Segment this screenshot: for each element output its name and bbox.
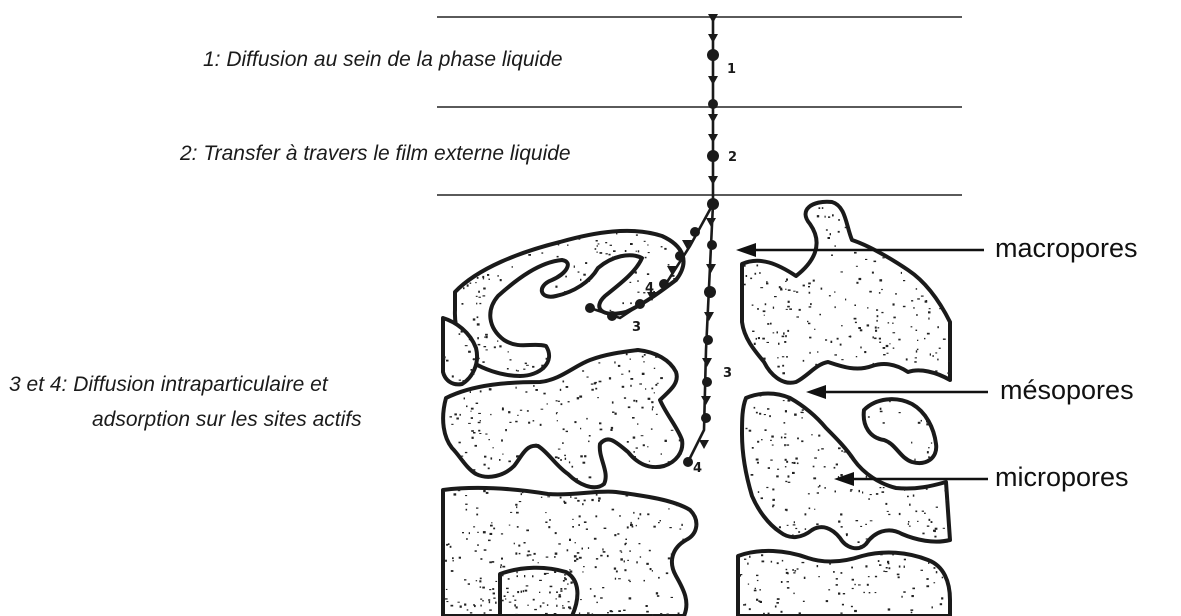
- path-arrowhead: [708, 14, 718, 23]
- path-arrowhead: [699, 440, 709, 449]
- step-number-1: 1: [727, 62, 736, 77]
- right-grain-group: [738, 202, 950, 616]
- path-node: [675, 251, 685, 261]
- path-arrowhead: [706, 264, 716, 273]
- path-arrowhead: [708, 176, 718, 185]
- caption-step-3-4-line-1: 3 et 4: Diffusion intraparticulaire et: [9, 373, 328, 397]
- grain-upper-right: [742, 202, 950, 383]
- path-arrowhead: [708, 76, 718, 85]
- grain-middle-left: [443, 350, 682, 487]
- path-arrowhead: [701, 396, 711, 405]
- label-micropores: micropores: [995, 462, 1129, 493]
- path-arrowhead: [708, 34, 718, 43]
- path-node: [659, 279, 669, 289]
- caption-step-1: 1: Diffusion au sein de la phase liquide: [203, 48, 563, 72]
- path-node: [707, 150, 719, 162]
- path-node: [701, 413, 711, 423]
- caption-step-3-4-line-2: adsorption sur les sites actifs: [92, 408, 362, 432]
- caption-step-2: 2: Transfer à travers le film externe li…: [180, 142, 571, 166]
- step-number-4-upper: 4: [645, 281, 654, 296]
- path-node: [635, 299, 645, 309]
- path-arrowhead: [706, 218, 716, 227]
- path-node: [683, 457, 693, 467]
- step-number-4-lower: 4: [693, 461, 702, 476]
- step-number-3-macropore: 3: [723, 366, 732, 381]
- path-node: [704, 286, 716, 298]
- path-arrowhead: [708, 114, 718, 123]
- path-node: [585, 303, 595, 313]
- grain-right-middle-cell: [864, 399, 937, 463]
- path-arrowhead: [708, 134, 718, 143]
- path-node: [707, 49, 719, 61]
- path-node: [703, 335, 713, 345]
- path-node: [607, 311, 617, 321]
- path-node: [690, 227, 700, 237]
- path-node: [707, 240, 717, 250]
- label-mesopores: mésopores: [1000, 375, 1134, 406]
- path-node: [707, 198, 719, 210]
- path-node: [702, 377, 712, 387]
- path-arrowhead: [704, 312, 714, 321]
- mesopores-arrow: [806, 385, 988, 399]
- label-macropores: macropores: [995, 233, 1138, 264]
- path-node: [708, 99, 718, 109]
- grain-lower-right: [738, 551, 950, 616]
- step-number-2: 2: [728, 150, 737, 165]
- path-arrowhead: [702, 358, 712, 367]
- step-number-3-branch: 3: [632, 320, 641, 335]
